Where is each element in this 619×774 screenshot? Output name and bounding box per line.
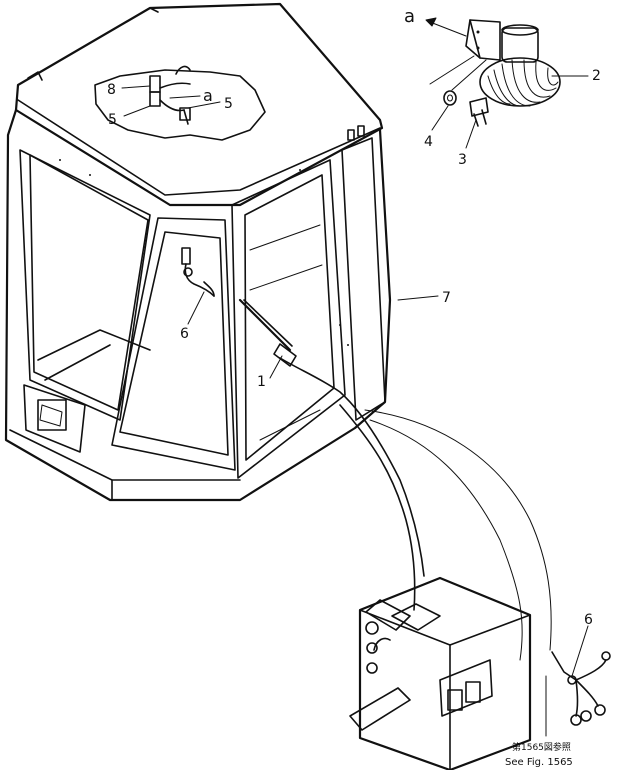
callout-labels: 1 2 3 4 5 5 6 6 7 8 a a <box>107 6 601 628</box>
harness-cables <box>279 357 552 661</box>
connector-pigtails <box>551 651 611 726</box>
leader-lines <box>121 17 589 737</box>
figure-reference-english: See Fig. 1565 <box>505 757 573 768</box>
callout-label-2: 2 <box>592 68 601 84</box>
roof-cutout <box>94 69 266 141</box>
rotating-beacon-lamp <box>465 19 561 107</box>
callout-label-6-cab: 6 <box>180 326 189 342</box>
figure-reference-japanese: 第1565図参照 <box>512 741 571 753</box>
control-unit-box <box>349 576 532 772</box>
reference-label-a-roof: a <box>203 86 213 105</box>
lock-washer <box>443 90 457 106</box>
callout-label-5-right: 5 <box>224 96 233 112</box>
callout-label-4: 4 <box>424 134 433 150</box>
callout-label-5-left: 5 <box>108 112 117 128</box>
callout-label-8: 8 <box>107 82 116 98</box>
callout-label-6-unit: 6 <box>584 612 593 628</box>
figure-reference-note: 第1565図参照 See Fig. 1565 <box>505 741 573 768</box>
cab-wiring-harness-clip <box>181 247 215 297</box>
callout-label-3: 3 <box>458 152 467 168</box>
antenna-rod <box>238 298 297 367</box>
callout-label-7: 7 <box>442 290 451 306</box>
mounting-bolt <box>469 97 489 127</box>
reference-label-a-top: a <box>404 6 415 27</box>
cab-assembly <box>4 2 392 502</box>
callout-label-1: 1 <box>257 374 266 390</box>
